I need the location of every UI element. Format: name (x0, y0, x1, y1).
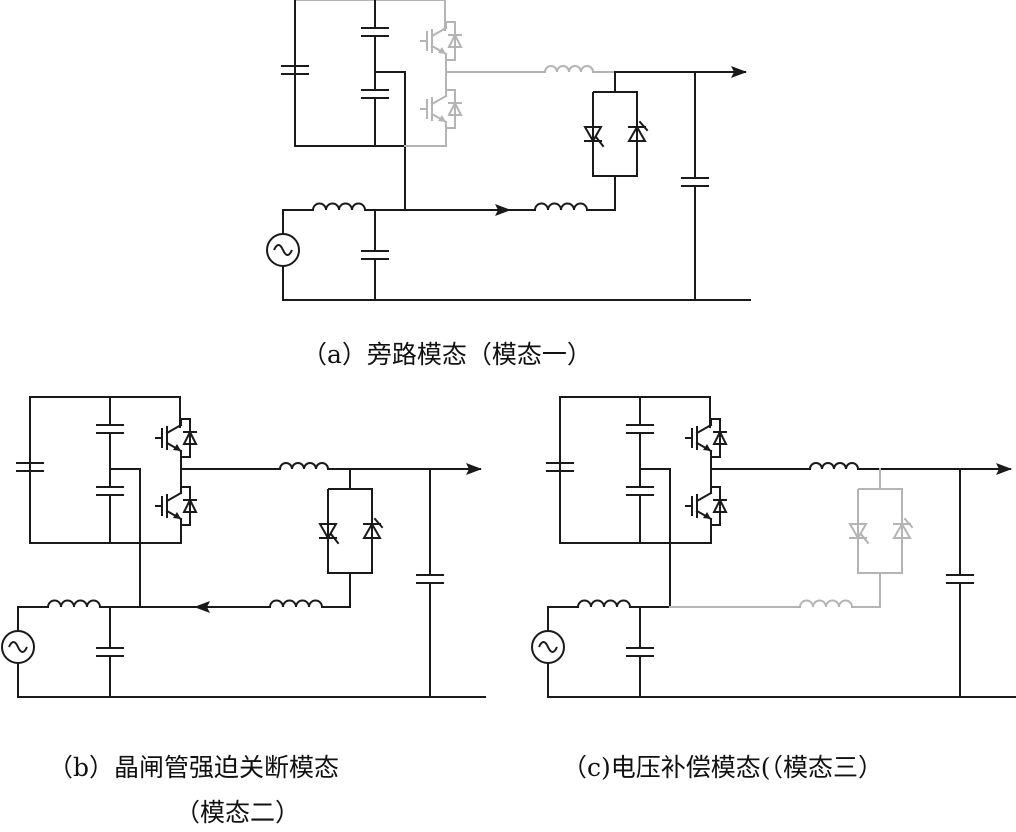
mode-b-igbt-lower (155, 486, 198, 526)
mode-c-output-arrow (996, 463, 1012, 475)
mode-b-wires (17, 396, 486, 698)
mode-c-thyristor-pair (848, 488, 914, 574)
mode-b-filter-inductor (279, 462, 329, 470)
mode-b-ac-source (1, 630, 35, 664)
mode-b-bypass-arrow (194, 601, 210, 613)
mode-b-dc-capacitor-left (16, 396, 44, 544)
caption-a: （a）旁路模态（模态一） (302, 340, 592, 369)
mode-a-source-inductor (312, 202, 366, 211)
caption-b-line1: （b）晶闸管强迫关断模态 (48, 753, 340, 782)
mode-b-dc-capacitor-upper (96, 396, 124, 470)
mode-a-filter-inductor (544, 65, 594, 73)
mode-c-bypass-inductor (799, 599, 853, 608)
mode-a-dc-capacitor-upper (361, 0, 389, 73)
mode-c-ac-source (531, 630, 565, 664)
mode-b-source-capacitor (96, 606, 124, 698)
mode-c-igbt-upper (685, 418, 728, 458)
mode-b-thyristor-pair (318, 488, 384, 574)
mode-c-source-capacitor (626, 606, 654, 698)
mode-a-output-capacitor (681, 71, 709, 301)
mode-b-output-capacitor (416, 468, 444, 698)
mode-a-dc-capacitor-left (281, 0, 309, 147)
mode-a-output-arrow (731, 66, 747, 78)
mode-c-filter-inductor (809, 462, 859, 470)
mode-a-thyristor-pair (583, 91, 649, 177)
mode-b-output-arrow (466, 463, 482, 475)
mode-a-dc-capacitor-lower (361, 71, 389, 147)
mode-c-dc-capacitor-lower (626, 468, 654, 544)
mode-a-ac-source (266, 233, 300, 267)
mode-c-dc-capacitor-left (546, 396, 574, 544)
mode-c-dc-capacitor-upper (626, 396, 654, 470)
mode-c-output-capacitor (946, 468, 974, 698)
mode-a-bypass-arrow (495, 204, 511, 216)
mode-b-dc-capacitor-lower (96, 468, 124, 544)
mode-c-igbt-lower (685, 486, 728, 526)
mode-a-source-capacitor (361, 209, 389, 301)
mode-a-igbt-lower (420, 89, 463, 129)
mode-b-bypass-inductor (269, 599, 323, 608)
mode-b-igbt-upper (155, 418, 198, 458)
mode-b-source-inductor (47, 599, 101, 608)
mode-a-wires (282, 0, 751, 301)
caption-b-line2: （模态二） (175, 798, 301, 827)
mode-c-wires (547, 396, 1016, 698)
mode-c-source-inductor (577, 599, 631, 608)
caption-c: （c)电压补偿模态(（模态三） (562, 753, 884, 782)
mode-a-igbt-upper (420, 21, 463, 61)
mode-a-bypass-inductor (534, 202, 588, 211)
